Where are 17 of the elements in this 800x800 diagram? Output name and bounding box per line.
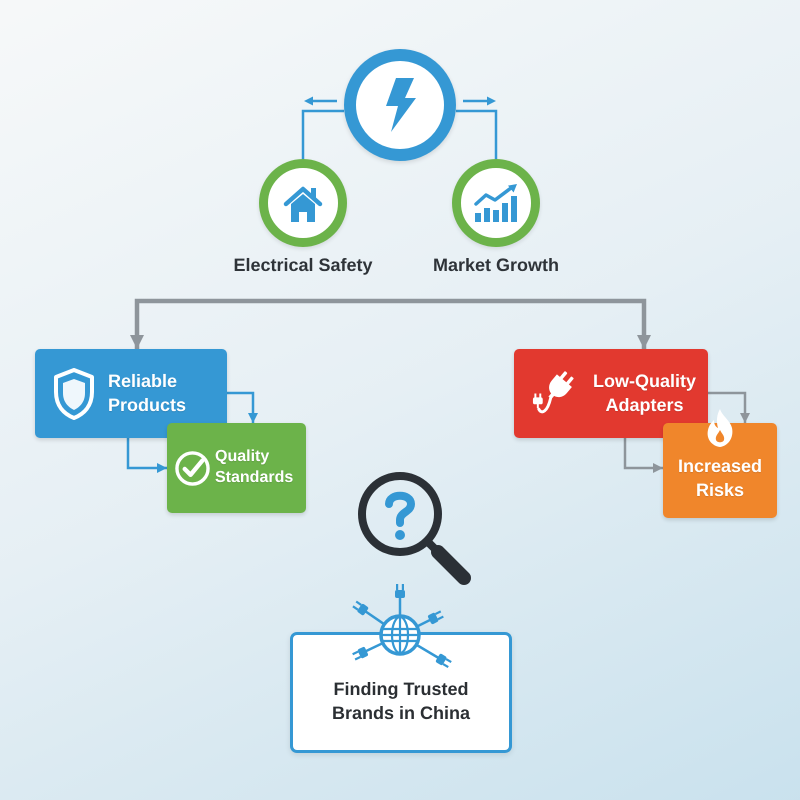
connector-line <box>456 110 498 159</box>
process-box <box>35 349 227 438</box>
box-label: Increased Risks <box>676 455 764 502</box>
arrow <box>126 438 167 473</box>
connector-line <box>302 110 344 159</box>
process-box <box>514 349 708 438</box>
process-box <box>167 423 306 513</box>
box-label: Low-Quality Adapters <box>592 370 697 417</box>
box-label: Finding Trusted Brands in China <box>330 678 472 725</box>
box-label: Reliable Products <box>108 370 188 416</box>
arrow <box>708 392 750 423</box>
arrow <box>227 392 258 423</box>
arrow <box>624 438 663 473</box>
node-label: Market Growth <box>432 255 560 277</box>
box-label: Quality Standards <box>215 447 294 488</box>
node-label: Electrical Safety <box>233 255 373 277</box>
arrow <box>130 298 651 349</box>
